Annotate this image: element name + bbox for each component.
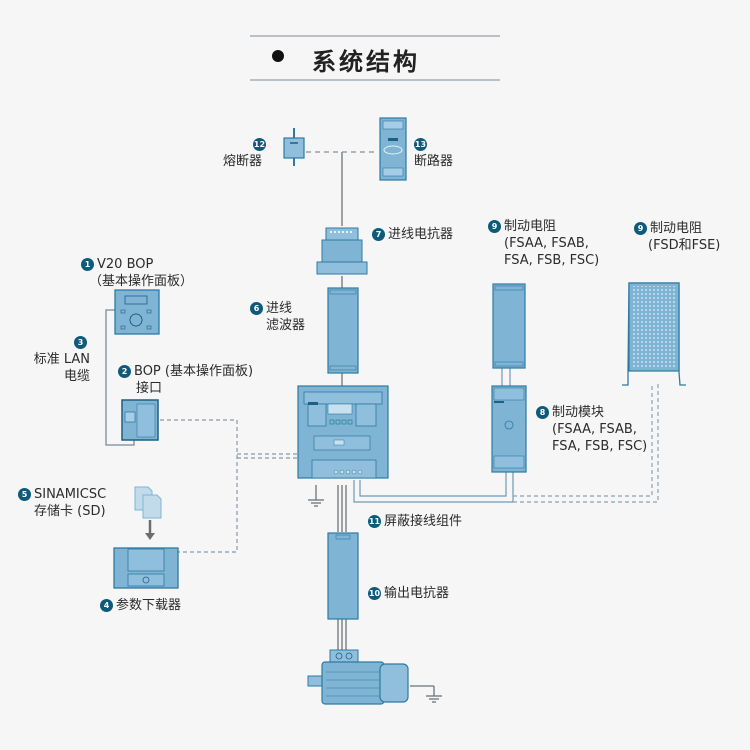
dashed-braking-lines: [513, 384, 659, 503]
lan-cable: [105, 309, 135, 446]
inverter-device: [297, 385, 389, 479]
badge-5: 5: [18, 488, 31, 501]
bop-panel-device: [114, 289, 160, 335]
label-circuit-breaker: 13 断路器: [414, 138, 454, 169]
badge-13: 13: [414, 138, 427, 151]
badge-3: 3: [74, 336, 87, 349]
label-lan-cable: 3 标准 LAN 电缆: [33, 336, 90, 384]
line-reactor-device: [316, 227, 368, 275]
braking-resistor-device-small: [492, 283, 526, 369]
braking-module-device: [491, 385, 527, 473]
arrow-down-icon: [145, 520, 155, 540]
label-fuse: 12 熔断器: [223, 138, 266, 169]
power-lines: [315, 152, 435, 696]
motor-device: [307, 649, 409, 705]
page-title: 系统结构: [312, 48, 420, 76]
badge-6: 6: [250, 302, 263, 315]
circuit-breaker-device: [379, 117, 407, 181]
badge-8: 8: [536, 406, 549, 419]
badge-9: 9: [634, 222, 647, 235]
section-title: 系统结构: [250, 35, 500, 81]
fuse-device: [283, 128, 305, 166]
bop-interface-device: [121, 399, 159, 441]
badge-1: 1: [81, 258, 94, 271]
output-reactor-device: [327, 532, 359, 620]
badge-2: 2: [118, 365, 131, 378]
badge-12: 12: [253, 138, 266, 151]
braking-resistor-device-large: [622, 282, 686, 386]
badge-9: 9: [488, 220, 501, 233]
sd-card-icon: [134, 486, 162, 519]
ground-icon: [308, 499, 442, 703]
comm-dashed-lines: [160, 419, 298, 553]
badge-10: 10: [368, 587, 381, 600]
line-filter-device: [327, 287, 359, 374]
bullet-icon: [272, 50, 284, 62]
badge-11: 11: [368, 515, 381, 528]
parameter-loader-device: [113, 547, 179, 589]
badge-4: 4: [100, 599, 113, 612]
badge-7: 7: [372, 228, 385, 241]
braking-lines: [353, 368, 514, 503]
